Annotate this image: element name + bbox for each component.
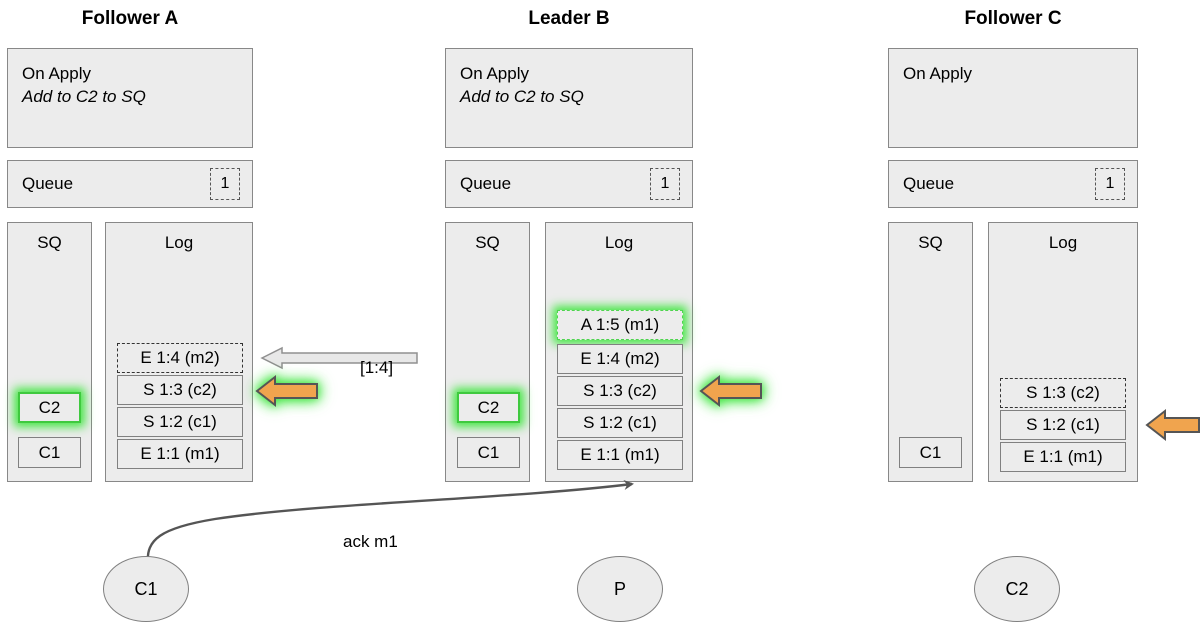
log-title: Log xyxy=(1048,233,1078,252)
sq-item: C1 xyxy=(899,437,962,468)
client-circle-c2[interactable]: C2 xyxy=(974,556,1060,622)
sq-title: SQ xyxy=(475,233,500,252)
log-entry: E 1:4 (m2) xyxy=(557,344,683,374)
on-apply-box-follower-a: On Apply Add to C2 to SQ xyxy=(7,48,253,148)
sq-item: C1 xyxy=(457,437,520,468)
on-apply-box-follower-c: On Apply xyxy=(888,48,1138,148)
on-apply-line1: On Apply xyxy=(22,64,91,83)
log-entry: A 1:5 (m1) xyxy=(557,310,683,340)
log-entry: S 1:2 (c1) xyxy=(117,407,243,437)
replication-arrow-gray xyxy=(260,346,418,370)
commit-index-arrow-follower-c xyxy=(1143,406,1200,449)
node-title-follower-a: Follower A xyxy=(81,8,179,29)
queue-box-leader-b: Queue 1 xyxy=(445,160,693,208)
log-entry: E 1:4 (m2) xyxy=(117,343,243,373)
log-entry: E 1:1 (m1) xyxy=(557,440,683,470)
on-apply-line2: Add to C2 to SQ xyxy=(22,87,146,106)
sq-item: C2 xyxy=(18,392,81,423)
queue-box-follower-c: Queue 1 xyxy=(888,160,1138,208)
queue-count-badge: 1 xyxy=(210,168,240,200)
log-entry: S 1:2 (c1) xyxy=(1000,410,1126,440)
sq-item: C2 xyxy=(457,392,520,423)
queue-count-badge: 1 xyxy=(1095,168,1125,200)
log-entry: S 1:3 (c2) xyxy=(1000,378,1126,408)
log-entry: S 1:3 (c2) xyxy=(557,376,683,406)
queue-count-badge: 1 xyxy=(650,168,680,200)
log-entry: E 1:1 (m1) xyxy=(1000,442,1126,472)
replication-range-label: [1:4] xyxy=(360,358,394,377)
node-title-follower-c: Follower C xyxy=(964,8,1062,29)
on-apply-line2: Add to C2 to SQ xyxy=(460,87,584,106)
sq-item: C1 xyxy=(18,437,81,468)
queue-label: Queue xyxy=(22,174,74,193)
log-entry: S 1:2 (c1) xyxy=(557,408,683,438)
client-circle-c1[interactable]: C1 xyxy=(103,556,189,622)
on-apply-box-leader-b: On Apply Add to C2 to SQ xyxy=(445,48,693,148)
sq-title: SQ xyxy=(918,233,943,252)
commit-index-arrow-follower-a xyxy=(253,372,323,415)
queue-label: Queue xyxy=(460,174,512,193)
on-apply-line1: On Apply xyxy=(460,64,529,83)
queue-label: Queue xyxy=(903,174,955,193)
commit-index-arrow-leader-b xyxy=(697,372,767,415)
ack-label: ack m1 xyxy=(343,532,398,551)
log-entry: S 1:3 (c2) xyxy=(117,375,243,405)
on-apply-line1: On Apply xyxy=(903,64,972,83)
log-title: Log xyxy=(604,233,634,252)
node-title-leader-b: Leader B xyxy=(528,8,610,29)
queue-box-follower-a: Queue 1 xyxy=(7,160,253,208)
sq-title: SQ xyxy=(37,233,62,252)
log-entry: E 1:1 (m1) xyxy=(117,439,243,469)
log-title: Log xyxy=(164,233,194,252)
producer-circle-p[interactable]: P xyxy=(577,556,663,622)
